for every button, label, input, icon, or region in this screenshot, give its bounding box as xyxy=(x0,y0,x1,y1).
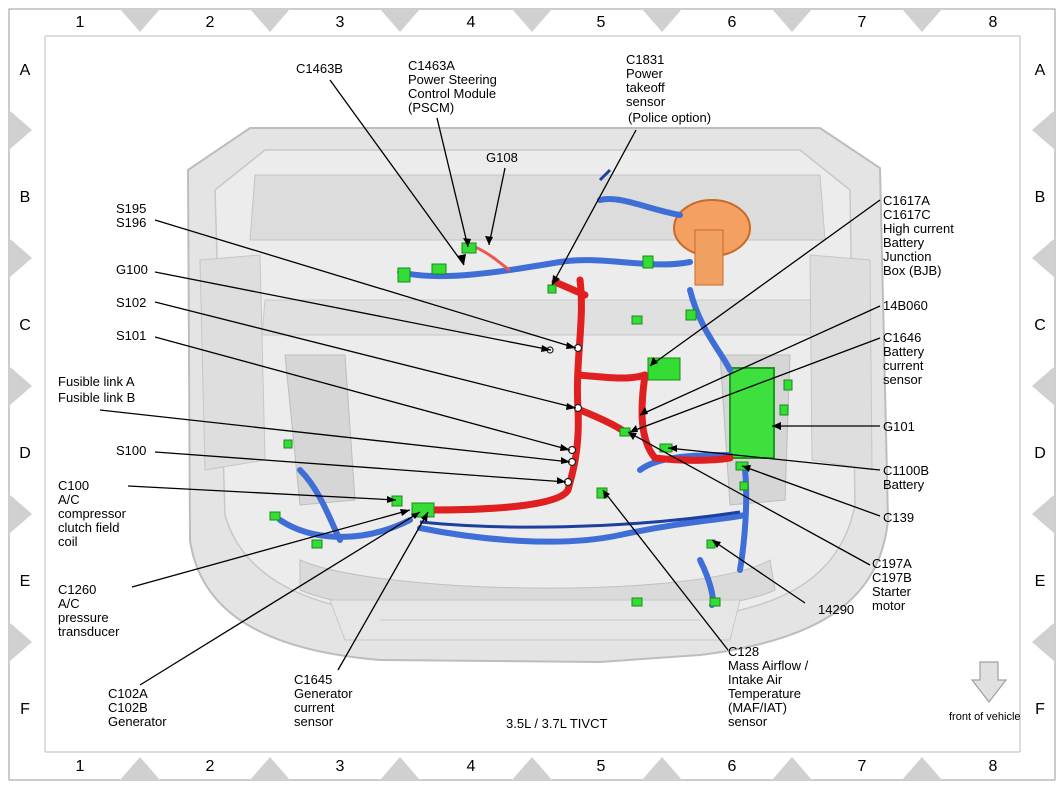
col-label: 2 xyxy=(206,14,215,31)
label-s102: S102 xyxy=(116,295,146,310)
row-label: D xyxy=(19,445,31,462)
label-c100: C100 A/C compressor clutch field coil xyxy=(58,478,130,549)
leader-arrowheads xyxy=(387,236,781,548)
column-labels-top: 1 2 3 4 5 6 7 8 xyxy=(76,14,998,31)
col-label: 3 xyxy=(336,758,345,775)
label-g100: G100 xyxy=(116,262,148,277)
col-label: 4 xyxy=(467,14,476,31)
row-label: A xyxy=(1035,62,1046,79)
dark-blue-harness xyxy=(419,168,741,529)
label-fusible-links: Fusible link A Fusible link B xyxy=(58,374,138,405)
label-c1100b: C1100B Battery xyxy=(883,463,933,492)
row-label: C xyxy=(19,317,31,334)
row-label: F xyxy=(20,701,30,718)
col-label: 5 xyxy=(597,14,606,31)
label-c1260: C1260 A/C pressure transducer xyxy=(58,582,120,639)
vehicle-engine-bay xyxy=(186,127,890,664)
label-s195-s196: S195 S196 xyxy=(116,201,150,230)
label-c139: C139 xyxy=(883,510,914,525)
column-labels-bottom: 1 2 3 4 5 6 7 8 xyxy=(76,758,998,775)
label-s101: S101 xyxy=(116,328,146,343)
col-label: 6 xyxy=(728,758,737,775)
col-label: 6 xyxy=(728,14,737,31)
label-c1646: C1646 Battery current sensor xyxy=(883,330,928,387)
label-14290: 14290 xyxy=(818,602,854,617)
row-label: B xyxy=(1035,189,1046,206)
label-g101: G101 xyxy=(883,419,915,434)
label-s100: S100 xyxy=(116,443,146,458)
row-labels-right: A B C D E F xyxy=(1034,62,1046,718)
front-arrow-icon xyxy=(970,661,1008,703)
battery xyxy=(729,367,775,459)
col-label: 7 xyxy=(858,758,867,775)
row-label: A xyxy=(20,62,31,79)
label-c1617: C1617A C1617C High current Battery Junct… xyxy=(883,193,957,278)
label-c1463a: C1463A Power Steering Control Module (PS… xyxy=(408,58,501,115)
label-c1463b: C1463B xyxy=(296,61,343,76)
label-14b060: 14B060 xyxy=(883,298,928,313)
row-labels-left: A B C D E F xyxy=(19,62,31,718)
battery-junction-box xyxy=(673,199,751,286)
row-label: C xyxy=(1034,317,1046,334)
col-label: 4 xyxy=(467,758,476,775)
col-label: 7 xyxy=(858,14,867,31)
front-of-vehicle-label: front of vehicle xyxy=(949,711,1021,723)
col-label: 1 xyxy=(76,14,85,31)
col-label: 8 xyxy=(989,758,998,775)
col-label: 8 xyxy=(989,14,998,31)
row-label: D xyxy=(1034,445,1046,462)
col-label: 5 xyxy=(597,758,606,775)
engine-label: 3.5L / 3.7L TIVCT xyxy=(506,716,607,731)
row-label: F xyxy=(1035,701,1045,718)
label-c1645: C1645 Generator current sensor xyxy=(294,672,356,729)
row-label: E xyxy=(20,573,31,590)
label-c1831: C1831 Power takeoff sensor (Police optio… xyxy=(626,52,711,125)
leader-lines xyxy=(99,79,881,686)
row-label: B xyxy=(20,189,31,206)
col-label: 1 xyxy=(76,758,85,775)
col-label: 3 xyxy=(336,14,345,31)
row-label: E xyxy=(1035,573,1046,590)
zone-markers xyxy=(9,9,1055,780)
label-c102: C102A C102B Generator xyxy=(108,686,167,729)
label-c197: C197A C197B Starter motor xyxy=(872,556,915,613)
col-label: 2 xyxy=(206,758,215,775)
label-g108: G108 xyxy=(486,150,518,165)
label-c128: C128 Mass Airflow / Intake Air Temperatu… xyxy=(728,644,812,729)
